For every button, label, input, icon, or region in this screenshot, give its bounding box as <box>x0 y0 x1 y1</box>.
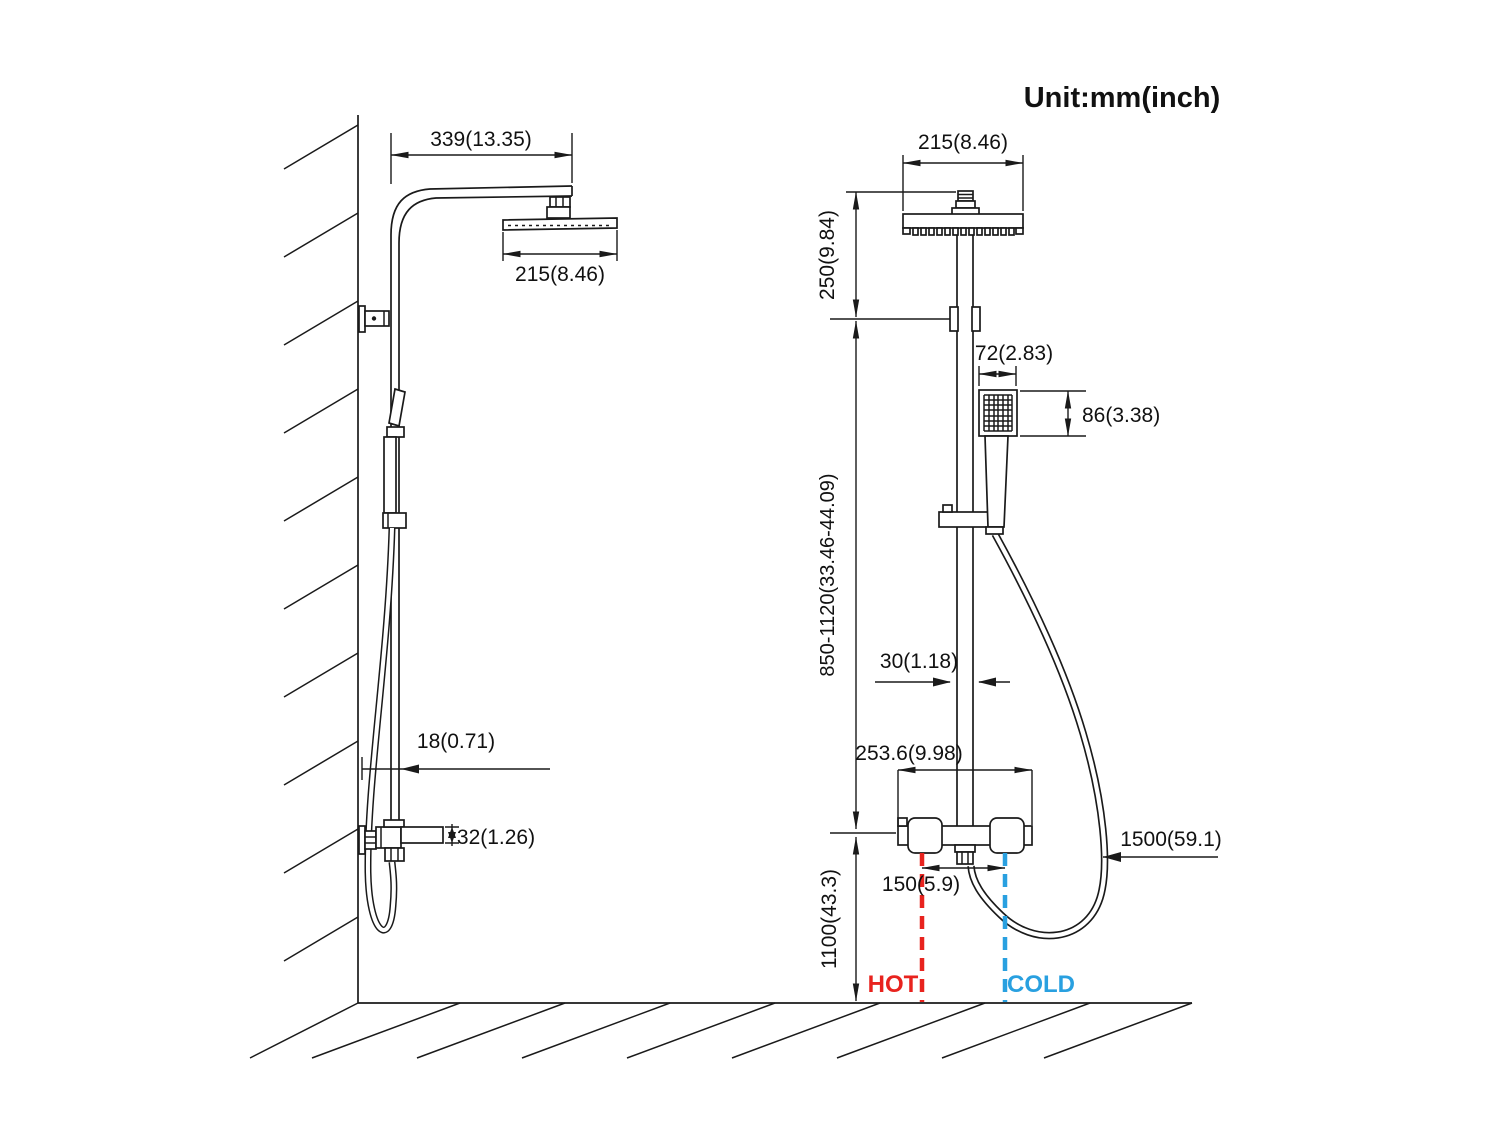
valve-side <box>358 819 444 862</box>
hand-shower-side <box>382 387 407 529</box>
front-view-dimensions: 215(8.46) 250(9.84) 850-1120(33.46-44.09… <box>816 131 1222 1002</box>
dim-bracket-to-valve: 850-1120(33.46-44.09) <box>817 473 839 676</box>
wall-hatching <box>249 124 359 1059</box>
rain-head-front <box>902 190 1024 236</box>
dim-valve-width: 253.6(9.98) <box>855 742 962 765</box>
wall-bracket-side <box>358 305 390 333</box>
dim-hand-shower-height: 86(3.38) <box>1082 404 1160 427</box>
hand-shower-front <box>938 389 1018 528</box>
dim-head-to-bracket: 250(9.84) <box>816 210 839 300</box>
floor-section <box>311 1002 1193 1059</box>
floor-hatching <box>311 1002 1193 1059</box>
wall-bracket-front <box>949 306 981 332</box>
dim-hand-shower-width: 72(2.83) <box>975 342 1053 365</box>
cold-label: COLD <box>1007 971 1075 998</box>
front-view: HOT COLD 215(8.46) 250(9.84) 850-1120(33… <box>816 131 1222 1002</box>
side-view-dimensions: 339(13.35) 215(8.46) 18(0.71) 32(1.26) <box>361 128 618 849</box>
side-view: 339(13.35) 215(8.46) 18(0.71) 32(1.26) <box>358 128 618 934</box>
dim-inlet-spacing: 150(5.9) <box>882 873 960 896</box>
wall-section <box>249 115 359 1059</box>
dim-pipe-width: 30(1.18) <box>880 650 958 673</box>
supply-lines: HOT COLD <box>868 853 1075 1002</box>
hose-side <box>364 527 398 934</box>
dim-valve-body-height: 32(1.26) <box>457 826 535 849</box>
units-title: Unit:mm(inch) <box>1024 82 1221 114</box>
dim-head-width-side: 215(8.46) <box>515 263 605 286</box>
hose-front <box>967 526 1109 940</box>
hot-label: HOT <box>868 971 919 998</box>
dim-wall-to-pipe: 18(0.71) <box>417 730 495 753</box>
shower-arm-outer <box>390 185 573 821</box>
rain-head-nozzles <box>912 227 1015 236</box>
dim-arm-reach: 339(13.35) <box>430 128 532 151</box>
dim-hose-length: 1500(59.1) <box>1120 828 1222 851</box>
shower-arm-inner <box>398 195 573 821</box>
valve-front <box>897 817 1033 865</box>
dim-valve-to-floor: 1100(43.3) <box>818 869 841 969</box>
dim-head-width-front: 215(8.46) <box>918 131 1008 154</box>
rain-head-side <box>502 196 618 231</box>
riser-pipe-front <box>956 232 974 826</box>
